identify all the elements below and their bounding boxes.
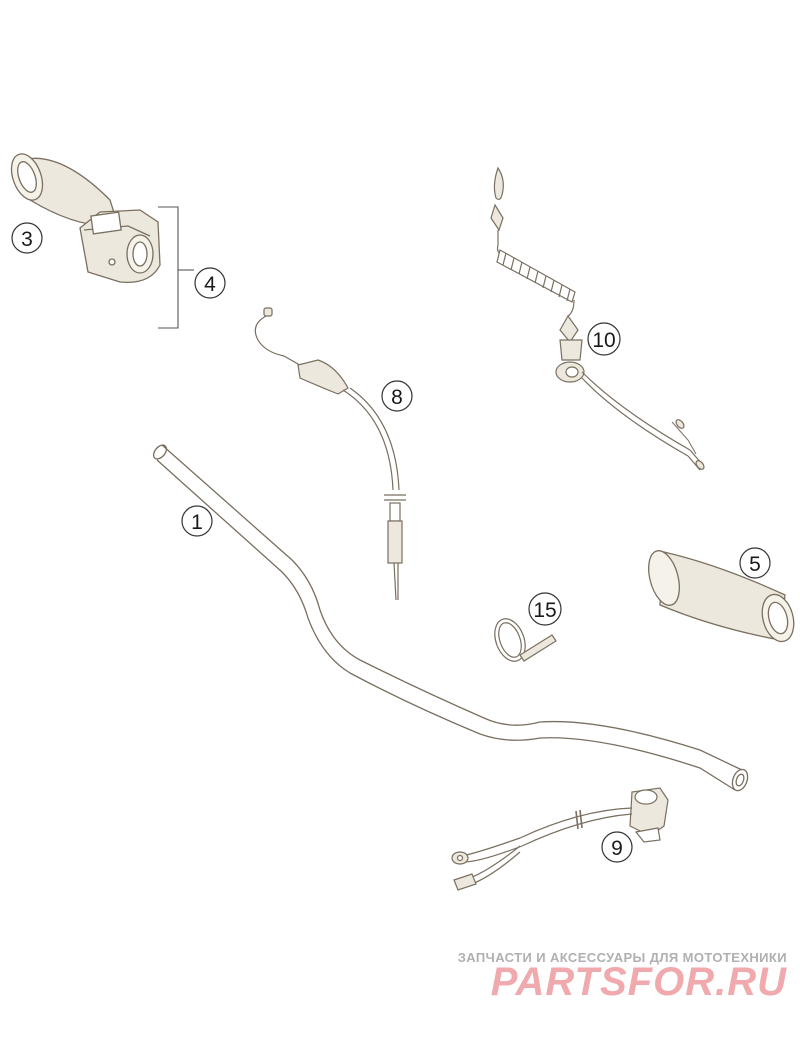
watermark-brand: PARTSFOR.RU — [491, 960, 787, 1004]
part-cable-tie — [494, 618, 557, 662]
callout-4: 4 — [194, 267, 226, 299]
callout-8: 8 — [381, 380, 413, 412]
part-kill-switch — [490, 166, 705, 471]
callout-9: 9 — [601, 831, 633, 863]
callout-15: 15 — [528, 592, 562, 626]
callout-1-label: 1 — [191, 511, 203, 534]
part-left-grip — [648, 550, 795, 643]
watermark-tagline: ЗАПЧАСТИ И АКСЕССУАРЫ ДЛЯ МОТОТЕХНИКИ — [458, 950, 787, 965]
callout-10-label: 10 — [592, 329, 615, 352]
watermark: ЗАПЧАСТИ И АКСЕССУАРЫ ДЛЯ МОТОТЕХНИКИ PA… — [458, 950, 787, 1004]
part-throttle-cable — [254, 307, 406, 601]
callout-10: 10 — [587, 322, 621, 356]
bracket-4 — [158, 206, 194, 329]
part-throttle-grip — [10, 153, 161, 284]
part-handlebar — [152, 444, 749, 792]
callout-15-label: 15 — [533, 599, 556, 622]
callout-8-label: 8 — [391, 386, 403, 409]
callout-5-label: 5 — [749, 553, 761, 576]
part-start-button — [451, 787, 669, 891]
callout-3: 3 — [11, 222, 43, 254]
callout-5: 5 — [739, 547, 771, 579]
callout-4-label: 4 — [204, 273, 216, 296]
callout-9-label: 9 — [611, 837, 623, 860]
callout-1: 1 — [181, 505, 213, 537]
callout-3-label: 3 — [21, 228, 33, 251]
